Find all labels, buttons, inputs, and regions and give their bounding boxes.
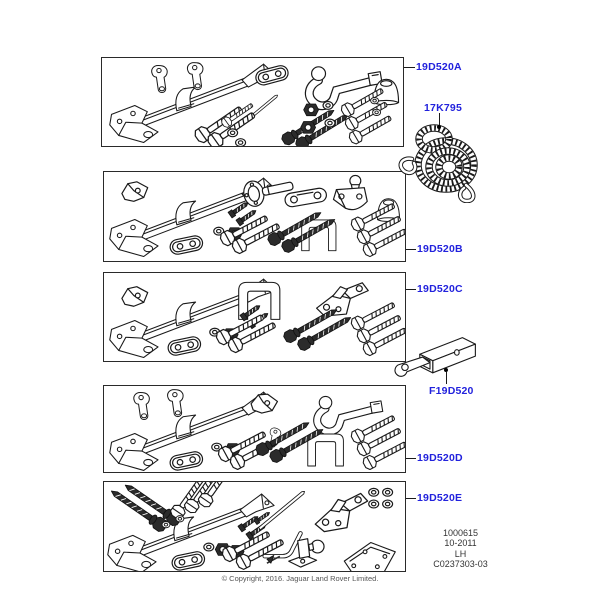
coupling-bracket-icon [315, 282, 369, 317]
hanger-bracket-icon [167, 389, 184, 418]
kit-c-illustration [109, 278, 405, 359]
kit-e-illustration [107, 482, 396, 571]
leader-line [406, 498, 416, 499]
panel-kit-e [103, 481, 406, 572]
callout-19D520B[interactable]: 19D520B [417, 243, 463, 255]
fastener-cluster [168, 411, 405, 472]
callout-17K795[interactable]: 17K795 [424, 102, 462, 114]
leader-line [406, 289, 416, 290]
leader-line [406, 249, 416, 250]
callout-19D520E[interactable]: 19D520E [417, 492, 463, 504]
copyright-notice: © Copyright, 2016. Jaguar Land Rover Lim… [221, 574, 379, 583]
hanger-bracket-icon [186, 62, 204, 91]
panel-kit-d [103, 385, 406, 473]
kit-b-illustration [109, 172, 405, 259]
fastener-cluster [166, 298, 405, 358]
leader-dot [444, 368, 448, 372]
rope-hook [398, 156, 476, 203]
hanger-bracket-icon [151, 65, 168, 94]
callout-19D520C[interactable]: 19D520C [417, 283, 463, 295]
callout-F19D520[interactable]: F19D520 [429, 385, 474, 397]
clamp-bracket-icon [121, 286, 149, 307]
rod-icon [258, 489, 306, 531]
clamp-bracket-icon [121, 181, 149, 202]
reference-number: 1000615 [442, 528, 479, 538]
kit-a-illustration [109, 62, 400, 146]
hanger-bracket-icon [133, 392, 150, 421]
rope-coil [414, 124, 478, 193]
leader-dot [437, 125, 441, 129]
reference-info-block: 1000615 10-2011 LH C0237303-03 [413, 528, 508, 570]
leader-line [446, 372, 447, 384]
tow-rope-illustration [398, 124, 478, 203]
u-bracket-icon [307, 433, 344, 467]
leader-line [439, 113, 440, 125]
reference-side: LH [454, 548, 467, 559]
gusset-plate-icon [343, 541, 396, 571]
panel-kit-a [101, 57, 404, 147]
cast-bracket-icon [332, 174, 368, 211]
panel-kit-b [103, 171, 406, 262]
panel-kit-c [103, 272, 406, 362]
reference-date: 10-2011 [444, 538, 477, 549]
leader-line [406, 458, 416, 459]
reference-drawing-code: C0237303-03 [433, 559, 488, 570]
coupling-bracket-icon [312, 492, 371, 533]
callout-19D520A[interactable]: 19D520A [416, 61, 462, 73]
hitch-receiver-illustration [394, 337, 476, 377]
callout-19D520D[interactable]: 19D520D [417, 452, 463, 464]
kit-d-illustration [109, 389, 405, 472]
leader-line [404, 67, 415, 68]
